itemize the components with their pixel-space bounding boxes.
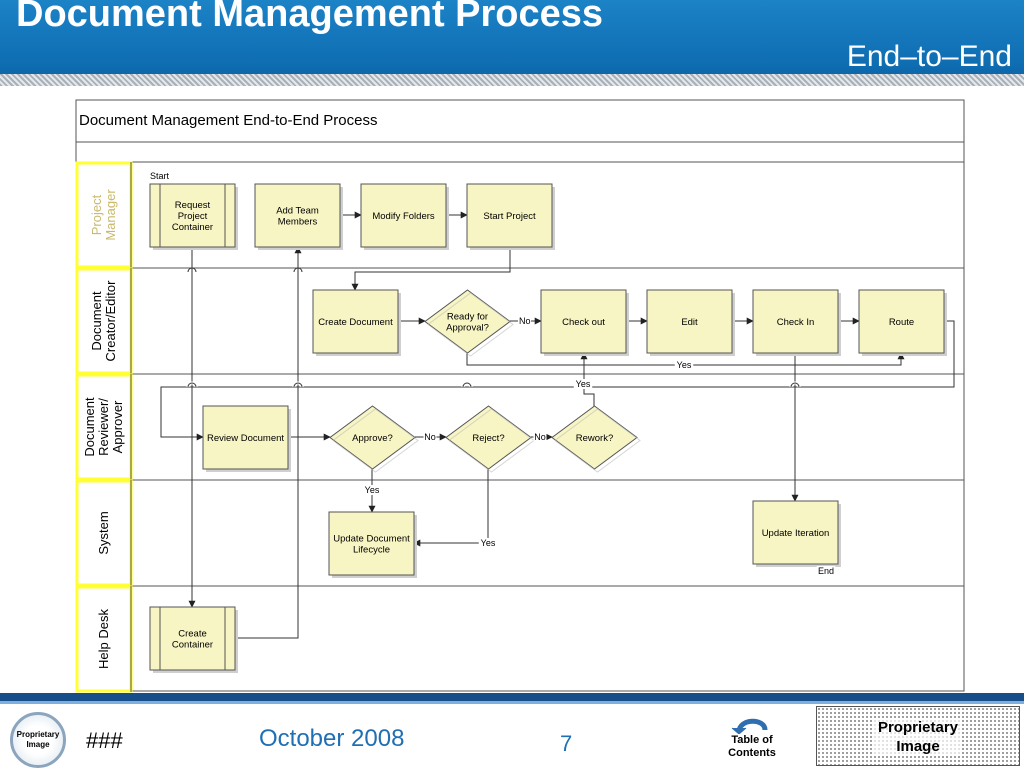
lane-label-dce: DocumentCreator/Editor — [89, 280, 118, 362]
node-start-project: Start Project — [466, 183, 555, 250]
prop-line-1: Proprietary — [877, 719, 959, 736]
label-end: End — [818, 566, 834, 576]
slide-title: Document Management Process — [16, 0, 604, 35]
edge-hop-2 — [462, 382, 472, 388]
node-rework: Rework? — [551, 405, 641, 473]
label-yes-ready-bg — [674, 360, 694, 370]
node-label-route: Route — [889, 317, 914, 328]
node-approve: Approve? — [329, 405, 419, 473]
node-label-edit: Edit — [681, 317, 698, 328]
edge-hop-0 — [187, 382, 197, 388]
node-label-rework: Rework? — [576, 433, 614, 444]
lane-label-sys: System — [96, 511, 111, 554]
badge-line-2: Image — [26, 740, 50, 749]
label-no-ready-bg — [518, 316, 531, 326]
footer-rule-light — [0, 701, 1024, 704]
label-no-approve-bg — [423, 432, 437, 442]
label-start-bg — [149, 171, 179, 181]
footer-hash: ### — [86, 728, 123, 753]
return-arrow-icon — [731, 718, 768, 734]
node-modify-folders: Modify Folders — [360, 183, 449, 250]
node-check-out: Check out — [540, 289, 629, 356]
node-label-check-in: Check In — [777, 317, 815, 328]
node-label-update-iteration: Update Iteration — [762, 528, 830, 539]
edge-start-to-create-doc — [351, 247, 511, 291]
label-yes-rework: Yes — [576, 379, 591, 389]
node-route: Route — [858, 289, 947, 356]
badge-line-1: Proprietary — [16, 730, 60, 739]
toc-line-2: Contents — [728, 747, 776, 759]
node-reject: Reject? — [445, 405, 535, 473]
lane-header-dce — [75, 267, 133, 375]
lane-label-dra: DocumentReviewer/Approver — [82, 397, 125, 457]
slide-header: Document Management Process End–to–End — [0, 0, 1024, 86]
edge-hop-1 — [293, 382, 303, 388]
label-end-bg — [816, 566, 836, 576]
node-label-review-document: Review Document — [207, 433, 284, 444]
edge-hop-4 — [790, 382, 800, 388]
label-start: Start — [150, 171, 170, 181]
edge-route-to-review — [160, 320, 955, 441]
node-label-modify-folders: Modify Folders — [372, 211, 435, 222]
node-review-document: Review Document — [202, 405, 291, 472]
edge-hop-upper-0 — [187, 267, 197, 273]
header-texture-band — [0, 74, 1024, 86]
label-yes-approve: Yes — [365, 485, 380, 495]
edge-create-container-to-add-team — [235, 246, 302, 639]
node-label-reject: Reject? — [472, 433, 504, 444]
node-label-check-out: Check out — [562, 317, 605, 328]
node-check-in: Check In — [752, 289, 841, 356]
label-no-reject: No — [534, 432, 546, 442]
label-yes-rework-bg — [573, 379, 593, 389]
edge-hop-upper-1 — [293, 267, 303, 273]
node-label-create-document: Create Document — [318, 317, 393, 328]
page-number: 7 — [560, 731, 573, 756]
node-edit: Edit — [646, 289, 735, 356]
slide-subtitle: End–to–End — [846, 40, 1012, 73]
edge-rework-yes-to-checkout — [580, 352, 595, 406]
label-no-reject-bg — [533, 432, 547, 442]
label-no-ready: No — [519, 316, 531, 326]
prop-line-2: Image — [896, 738, 940, 755]
label-yes-ready: Yes — [677, 360, 692, 370]
label-no-approve: No — [424, 432, 436, 442]
footer-date: October 2008 — [259, 725, 405, 752]
footer-rule — [0, 693, 1024, 701]
label-yes-reject-bg — [478, 538, 498, 548]
lane-label-hd: Help Desk — [96, 609, 111, 669]
node-label-approve: Approve? — [352, 433, 393, 444]
lane-label-pm: ProjectManager — [89, 189, 118, 241]
diagram-title: Document Management End-to-End Process — [79, 112, 377, 129]
node-create-document: Create Document — [312, 289, 401, 356]
node-label-start-project: Start Project — [483, 211, 536, 222]
toc-line-1: Table of — [731, 734, 773, 746]
lane-header-dra — [75, 373, 133, 481]
lane-header-sys — [75, 479, 133, 587]
label-yes-approve-bg — [362, 485, 382, 495]
label-yes-reject: Yes — [481, 538, 496, 548]
node-update-iteration: Update Iteration — [752, 500, 841, 567]
